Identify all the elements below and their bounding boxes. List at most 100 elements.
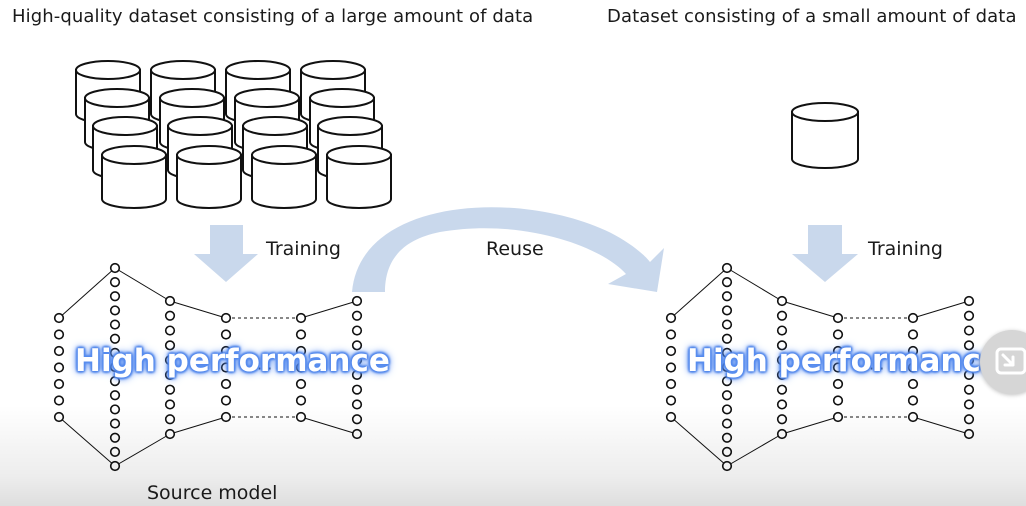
neuron-node — [53, 329, 65, 340]
neuron-node — [351, 428, 363, 440]
neuron-node — [963, 369, 975, 380]
database-cylinder-icon — [101, 145, 167, 209]
neuron-node — [351, 325, 363, 336]
right-training-label: Training — [868, 238, 943, 260]
neuron-node — [832, 378, 844, 390]
neuron-node — [109, 262, 121, 274]
reuse-label: Reuse — [486, 238, 544, 260]
neuron-node — [776, 310, 788, 321]
neuron-node — [109, 291, 121, 302]
neuron-node — [109, 277, 121, 288]
neuron-node — [963, 295, 975, 307]
neuron-node — [721, 376, 733, 387]
network-nodes — [665, 262, 975, 472]
neuron-node — [907, 312, 919, 324]
network-connections — [670, 267, 970, 467]
neuron-node — [53, 378, 65, 390]
neuron-node — [721, 347, 733, 358]
neuron-node — [220, 345, 232, 357]
neuron-node — [832, 312, 844, 324]
neuron-node — [776, 369, 788, 380]
neuron-node — [109, 347, 121, 358]
dataset-cylinders — [75, 60, 859, 209]
neuron-node — [109, 432, 121, 443]
neuron-node — [109, 333, 121, 344]
neuron-node — [665, 329, 677, 340]
neuron-node — [832, 329, 844, 340]
neuron-node — [295, 362, 307, 373]
neuron-node — [295, 345, 307, 357]
neuron-node — [832, 345, 844, 357]
database-cylinder-icon — [251, 145, 317, 209]
neural-network: ··· — [53, 262, 363, 472]
neuron-node — [665, 378, 677, 390]
neuron-node — [295, 411, 307, 423]
neuron-node — [295, 378, 307, 390]
neuron-node — [220, 362, 232, 373]
neuron-node — [963, 428, 975, 440]
neuron-node — [220, 378, 232, 390]
neuron-node — [721, 319, 733, 330]
neuron-node — [351, 399, 363, 410]
left-dataset-heading: High-quality dataset consisting of a lar… — [12, 6, 534, 27]
database-cylinder-icon — [791, 102, 859, 169]
neuron-node — [721, 390, 733, 401]
neuron-node — [721, 361, 733, 373]
neuron-node — [721, 291, 733, 302]
network-nodes — [53, 262, 363, 472]
neuron-node — [907, 378, 919, 390]
neuron-node — [721, 333, 733, 344]
neuron-node — [109, 319, 121, 330]
neuron-node — [351, 414, 363, 425]
neuron-node — [721, 418, 733, 429]
neuron-node — [963, 355, 975, 366]
neuron-node — [721, 305, 733, 316]
neuron-node — [109, 390, 121, 401]
neuron-node — [295, 329, 307, 340]
neuron-node — [351, 295, 363, 307]
neuron-node — [665, 395, 677, 406]
reuse-arrow — [352, 207, 664, 292]
neuron-node — [776, 355, 788, 366]
neuron-node — [220, 329, 232, 340]
network-connections — [58, 267, 358, 467]
ellipsis-dots: ··· — [257, 359, 272, 378]
neuron-node — [109, 305, 121, 316]
neuron-node — [53, 411, 65, 423]
neuron-node — [220, 411, 232, 423]
minimize-player-button[interactable] — [980, 330, 1026, 394]
neuron-node — [164, 295, 176, 307]
neuron-node — [776, 428, 788, 440]
neuron-node — [721, 432, 733, 443]
neural-networks: ··· ··· — [53, 262, 975, 472]
neuron-node — [295, 395, 307, 406]
neuron-node — [109, 446, 121, 457]
neuron-node — [351, 384, 363, 395]
neuron-node — [109, 460, 121, 472]
neural-network: ··· — [665, 262, 975, 472]
neuron-node — [164, 325, 176, 336]
neuron-node — [53, 345, 65, 357]
neuron-node — [220, 312, 232, 324]
neuron-node — [109, 361, 121, 373]
neuron-node — [164, 399, 176, 410]
neuron-node — [164, 310, 176, 321]
neuron-node — [665, 312, 677, 324]
neuron-node — [776, 295, 788, 307]
neuron-node — [53, 362, 65, 373]
source-model-caption: Source model — [147, 482, 278, 504]
neuron-node — [665, 345, 677, 357]
neuron-node — [665, 411, 677, 423]
ellipsis-dots: ··· — [869, 359, 884, 378]
neuron-node — [776, 325, 788, 336]
neuron-node — [164, 355, 176, 366]
neuron-node — [832, 395, 844, 406]
neuron-node — [109, 376, 121, 387]
left-high-performance-badge: High performance — [75, 343, 390, 379]
neuron-node — [776, 399, 788, 410]
neuron-node — [109, 404, 121, 415]
neuron-node — [53, 395, 65, 406]
neuron-node — [963, 325, 975, 336]
database-cylinder-icon — [176, 145, 242, 209]
